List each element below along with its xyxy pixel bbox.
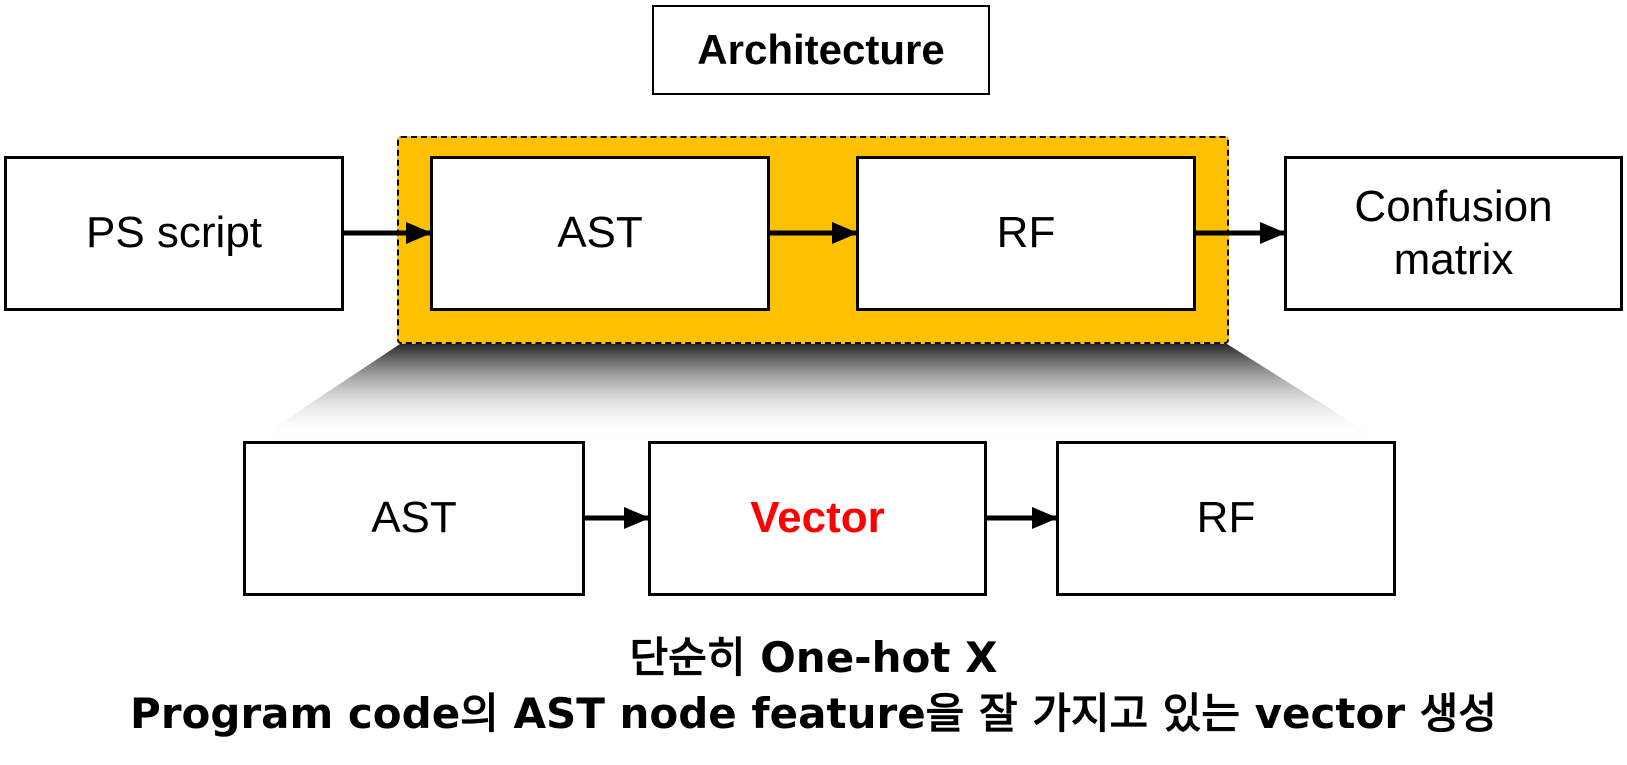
caption-line-1: 단순히 One-hot X: [629, 633, 998, 682]
rf-label: RF: [996, 208, 1056, 258]
detail-ast-box: AST: [243, 441, 585, 596]
detail-ast-label: AST: [371, 493, 457, 543]
caption-line-2: Program code의 AST node feature을 잘 가지고 있는…: [130, 689, 1497, 738]
detail-vector-box: Vector: [648, 441, 987, 596]
ps-script-box: PS script: [4, 156, 344, 311]
page-title: Architecture: [697, 25, 945, 73]
detail-vector-label: Vector: [750, 493, 885, 543]
detail-rf-label: RF: [1196, 493, 1256, 543]
rf-box: RF: [856, 156, 1196, 311]
ast-label: AST: [557, 208, 643, 258]
confusion-matrix-label: Confusion matrix: [1354, 181, 1553, 284]
title-box: Architecture: [652, 5, 990, 95]
detail-rf-box: RF: [1056, 441, 1396, 596]
confusion-matrix-box: Confusion matrix: [1284, 156, 1623, 311]
ps-script-label: PS script: [85, 208, 263, 258]
zoom-wedge: [260, 344, 1375, 437]
ast-box: AST: [430, 156, 770, 311]
